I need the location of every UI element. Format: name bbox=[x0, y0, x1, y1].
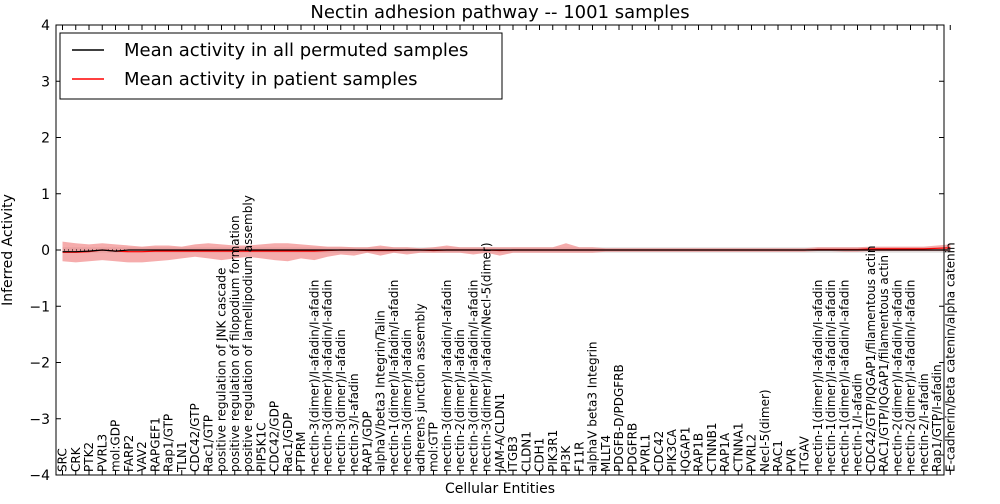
y-tick-label: −3 bbox=[29, 412, 50, 428]
x-tick-label: F11R bbox=[572, 441, 586, 472]
x-tick-label: ITGAV bbox=[798, 435, 812, 472]
x-tick-label: PIP5K1C bbox=[254, 422, 268, 472]
x-tick-label: RAC1/GTP/IQGAP1/filamentous actin bbox=[877, 255, 891, 472]
x-tick-label: nectin-3(dimer)/I-afadin bbox=[334, 329, 348, 472]
y-tick-label: 0 bbox=[41, 243, 50, 259]
x-tick-label: RAPGEF1 bbox=[148, 417, 162, 472]
x-tick-label: E-cadherin/beta catenin/alpha catenin bbox=[943, 242, 957, 472]
x-tick-label: RAP1A bbox=[718, 432, 732, 472]
x-tick-label: nectin-1(dimer)/I-afadin/I-afadin bbox=[824, 280, 838, 472]
x-tick-label: positive regulation of lamellipodium ass… bbox=[241, 195, 255, 472]
x-tick-label: PI3K bbox=[559, 445, 573, 472]
y-tick-label: 3 bbox=[41, 74, 50, 90]
y-tick-label: 2 bbox=[41, 131, 50, 147]
x-tick-label: CDC42/GTP/IQGAP1/filamentous actin bbox=[864, 246, 878, 472]
x-tick-label: mol:GDP bbox=[109, 420, 123, 472]
x-tick-label: IQGAP1 bbox=[678, 427, 692, 472]
x-tick-label: PIK3CA bbox=[665, 428, 679, 472]
x-tick-label: nectin-3(dimer)/I-afadin bbox=[400, 329, 414, 472]
x-tick-label: Necl-5(dimer) bbox=[758, 389, 772, 472]
legend-label-1: Mean activity in patient samples bbox=[124, 69, 418, 90]
x-tick-label: positive regulation of filopodium format… bbox=[228, 215, 242, 472]
x-tick-label: CRK bbox=[69, 446, 83, 472]
x-tick-label: JAM-A/CLDN1 bbox=[493, 393, 507, 473]
x-tick-label: CDC42 bbox=[652, 431, 666, 472]
series-band-1 bbox=[62, 241, 951, 263]
x-tick-label: nectin-1(dimer)/I-afadin/I-afadin bbox=[387, 280, 401, 472]
y-tick-label: 4 bbox=[41, 18, 50, 34]
x-tick-label: CDH1 bbox=[533, 438, 547, 472]
y-tick-label: 1 bbox=[41, 187, 50, 203]
x-tick-label: positive regulation of JNK cascade bbox=[215, 268, 229, 472]
x-tick-label: MLLT4 bbox=[599, 435, 613, 472]
x-tick-label: CDC42/GTP bbox=[188, 403, 202, 472]
x-tick-label: nectin-3(dimer)/I-afadin/I-afadin bbox=[466, 280, 480, 472]
y-axis-label: Inferred Activity bbox=[0, 194, 16, 306]
x-tick-label: Rac1/GTP bbox=[201, 415, 215, 472]
x-tick-label: VAV2 bbox=[135, 441, 149, 472]
x-tick-label: nectin-3/I-afadin bbox=[347, 373, 361, 472]
x-tick-label: RAC1 bbox=[771, 440, 785, 472]
x-tick-label: nectin-3(dimer)/I-afadin/I-afadin bbox=[440, 280, 454, 472]
x-tick-label: PVRL2 bbox=[745, 434, 759, 472]
x-tick-label: PVRL3 bbox=[95, 434, 109, 472]
x-tick-label: nectin-1(dimer)/I-afadin/I-afadin bbox=[837, 280, 851, 472]
x-tick-label: adherens junction assembly bbox=[413, 303, 427, 472]
x-tick-label: CLDN1 bbox=[519, 431, 533, 472]
x-tick-label: ITGB3 bbox=[506, 436, 520, 472]
x-tick-label: PTK2 bbox=[82, 442, 96, 472]
x-tick-label: alphaV/beta3 Integrin/Talin bbox=[374, 310, 388, 472]
x-tick-label: nectin-2(dimer)/I-afadin/I-afadin bbox=[890, 280, 904, 472]
x-tick-label: alphaV beta3 Integrin bbox=[586, 341, 600, 472]
legend-label-0: Mean activity in all permuted samples bbox=[124, 40, 468, 61]
x-tick-label: Rap1/GTP/I-afadin bbox=[930, 364, 944, 472]
x-tick-label: nectin-3(dimer)/I-afadin/Necl-5(dimer) bbox=[480, 242, 494, 472]
x-tick-label: nectin-2/I-afadin bbox=[917, 373, 931, 472]
legend: Mean activity in all permuted samplesMea… bbox=[59, 32, 503, 100]
x-tick-label: TLN1 bbox=[175, 441, 189, 473]
x-tick-label: PTPRM bbox=[294, 432, 308, 473]
x-tick-label: PDGFRB bbox=[625, 423, 639, 472]
x-tick-label: nectin-2(dimer)/I-afadin bbox=[453, 329, 467, 472]
x-tick-label: nectin-1(dimer)/I-afadin/I-afadin bbox=[811, 280, 825, 472]
y-tick-label: −4 bbox=[29, 468, 50, 484]
series-line-0 bbox=[62, 249, 951, 253]
x-tick-label: Rac1/GDP bbox=[281, 413, 295, 472]
x-tick-label: nectin-1/I-afadin bbox=[851, 373, 865, 472]
x-tick-label: CTNNA1 bbox=[731, 422, 745, 472]
x-tick-label: nectin-3(dimer)/I-afadin/I-afadin bbox=[307, 280, 321, 472]
x-tick-label: RAP1/GDP bbox=[360, 411, 374, 472]
y-tick-label: −1 bbox=[29, 299, 50, 315]
x-tick-label: Rap1/GTP bbox=[162, 414, 176, 472]
x-tick-label: RAP1B bbox=[692, 433, 706, 472]
legend-box bbox=[59, 32, 503, 100]
x-tick-label: PVRL1 bbox=[639, 434, 653, 472]
x-axis-label: Cellular Entities bbox=[445, 481, 555, 497]
x-tick-label: CDC42/GDP bbox=[268, 401, 282, 472]
chart-title: Nectin adhesion pathway -- 1001 samples bbox=[310, 2, 689, 23]
x-tick-label: PDGFB-D/PDGFRB bbox=[612, 364, 626, 472]
x-tick-label: nectin-3(dimer)/I-afadin/I-afadin bbox=[321, 280, 335, 472]
x-tick-label: nectin-2(dimer)/I-afadin/I-afadin bbox=[904, 280, 918, 472]
x-tick-label: PVR bbox=[784, 448, 798, 472]
y-tick-label: −2 bbox=[29, 356, 50, 372]
x-tick-label: PIK3R1 bbox=[546, 430, 560, 472]
x-tick-label: mol:GTP bbox=[427, 422, 441, 472]
x-tick-label: CTNNB1 bbox=[705, 422, 719, 472]
x-tick-label: FARP2 bbox=[122, 435, 136, 472]
x-tick-label: SRC bbox=[56, 448, 70, 472]
